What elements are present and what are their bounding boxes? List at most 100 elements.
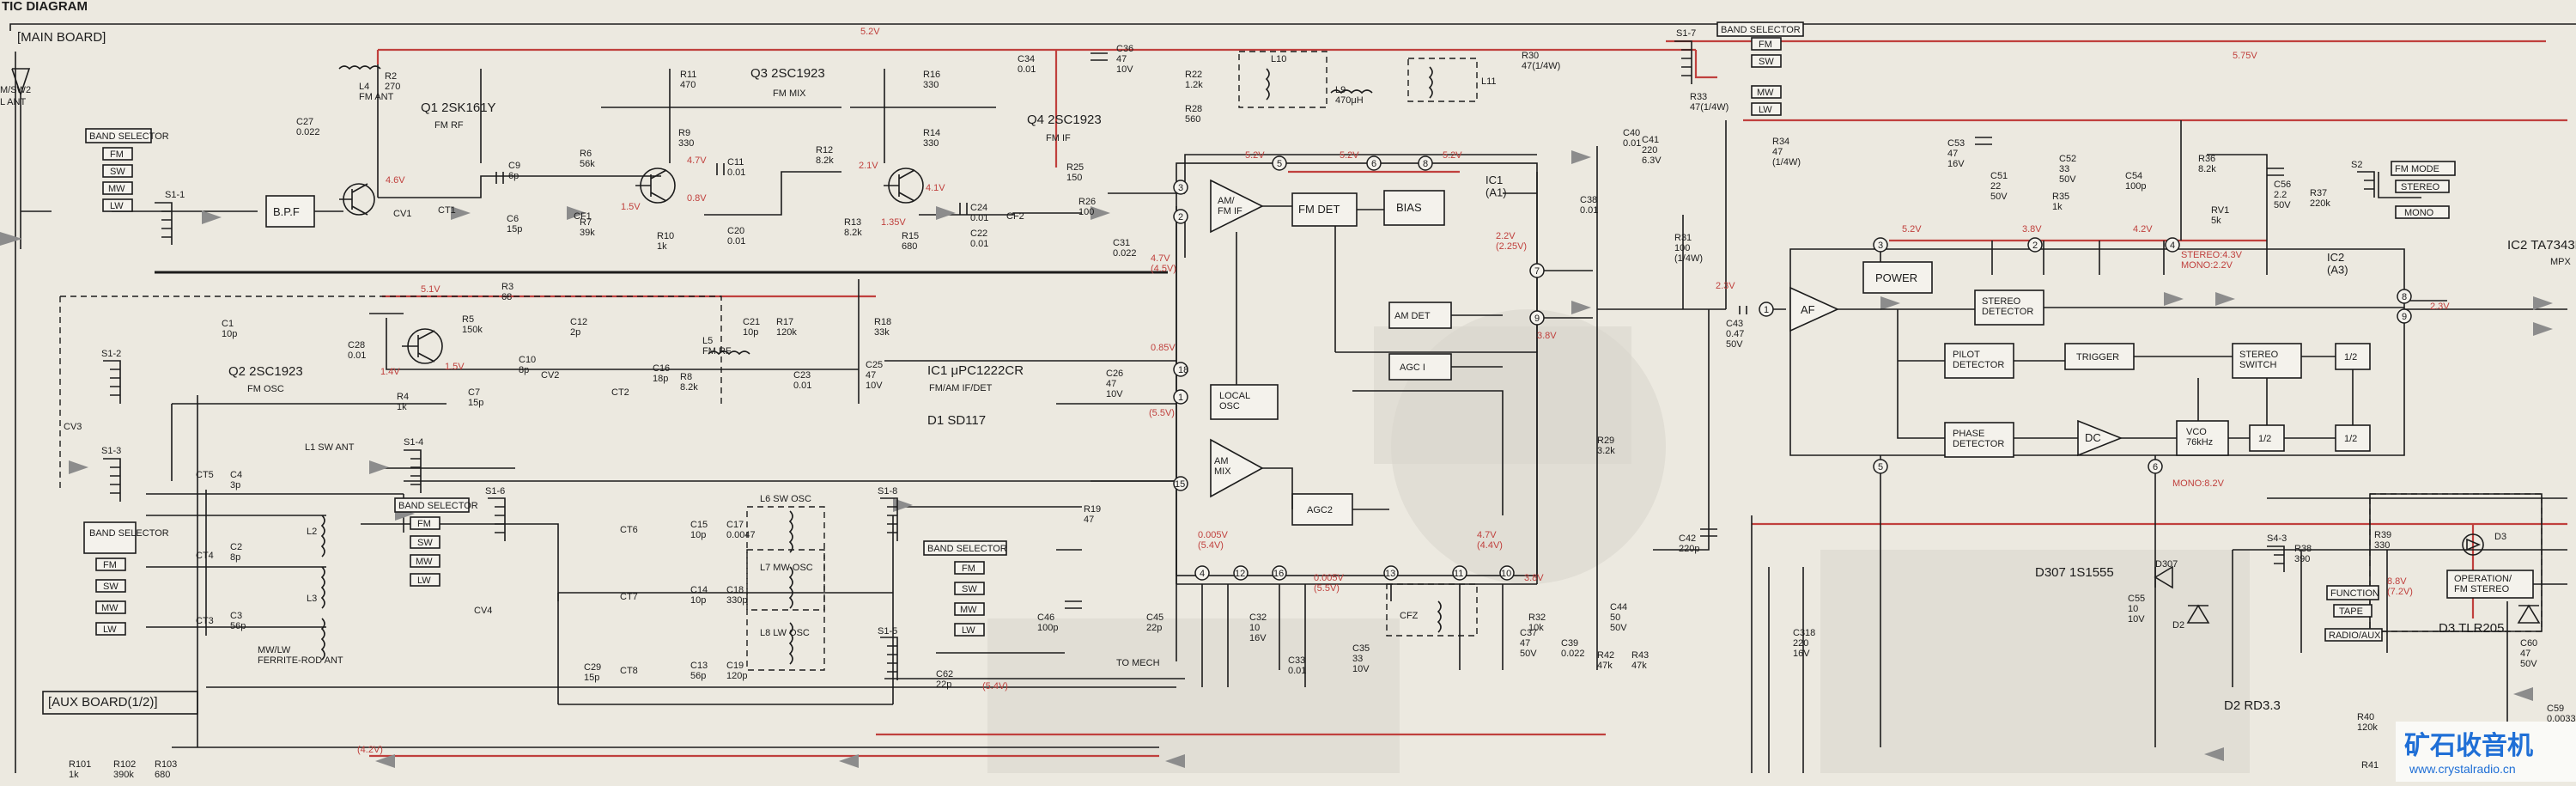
- ic1-am-det: AM DET: [1394, 311, 1431, 321]
- band-selector-s17-title: BAND SELECTOR: [1721, 25, 1801, 35]
- operation-lamp-label: OPERATION/FM STEREO: [2454, 574, 2512, 594]
- diode-d2-part: D2 RD3.3: [2224, 698, 2281, 713]
- band-mw-4: MW: [960, 605, 977, 615]
- ic2-half3: 1/2: [2344, 434, 2357, 444]
- pin-1-3: 3: [1178, 183, 1183, 193]
- function-tape: TAPE: [2339, 606, 2363, 617]
- v-4-7c: 4.7V(4.4V): [1477, 530, 1503, 551]
- band-sw: SW: [110, 167, 125, 177]
- voltage-readings: 5.2V 5.2V 5.2V 5.2V 5.2V 4.6V 4.7V 0.8V …: [357, 27, 2450, 755]
- v-1-5: 1.5V: [621, 202, 641, 212]
- part-cv1: CV1: [393, 209, 411, 219]
- switch-s4-3: S4-3: [2267, 533, 2287, 544]
- pin-2-6: 6: [2153, 462, 2158, 472]
- operation-lamp: OPERATION/FM STEREO: [2446, 533, 2534, 599]
- switch-s2: S2: [2351, 160, 2362, 170]
- transistor-q4: [884, 168, 924, 204]
- q3-part: Q3 2SC1923: [750, 66, 825, 81]
- diode-d3-part: D3 TLR205: [2439, 621, 2504, 636]
- ic2-role: MPX: [2550, 257, 2572, 267]
- v-4-7b: 4.7V(4.5V): [1151, 253, 1176, 274]
- v-5-5: (5.5V): [1149, 408, 1175, 418]
- v-5-2b: 5.2V: [1245, 150, 1265, 161]
- band-fm-3: FM: [417, 519, 431, 529]
- fm-mode-title: FM MODE: [2395, 164, 2439, 174]
- switch-s1-3: S1-3: [101, 446, 121, 456]
- band-fm-2: FM: [103, 560, 117, 570]
- pin-1-6: 6: [1371, 159, 1376, 169]
- transistor-q3: [635, 168, 676, 204]
- pin-1-13: 13: [1385, 569, 1395, 579]
- v-1-4: 1.4V: [380, 367, 400, 377]
- pin-2-9: 9: [2402, 312, 2407, 322]
- band-mw: MW: [108, 184, 125, 194]
- ic1-role: FM/AM IF/DET: [929, 383, 993, 393]
- v-1-35: 1.35V: [881, 217, 906, 228]
- band-sw-4: SW: [962, 584, 977, 594]
- coil-l3: L3: [307, 594, 317, 604]
- q1-role: FM RF: [434, 120, 464, 131]
- band-sw-3: SW: [417, 538, 433, 548]
- ic1-agc2: AGC2: [1307, 505, 1333, 515]
- left-ant-label: L ANT: [0, 97, 26, 107]
- band-mw-5: MW: [1757, 88, 1774, 98]
- band-selector-s1-7: BAND SELECTOR FM SW MW LW: [1716, 21, 1804, 116]
- part-cv3: CV3: [64, 422, 82, 432]
- function-title: FUNCTION: [2330, 588, 2379, 599]
- pin-1-1: 1: [1178, 393, 1183, 403]
- v-5-75: 5.75V: [2233, 51, 2257, 61]
- v-mono-8-2: MONO:8.2V: [2172, 478, 2225, 489]
- coil-l11: L11: [1481, 76, 1497, 87]
- switch-s1-1: S1-1: [165, 190, 185, 200]
- q2-role: FM OSC: [247, 384, 284, 394]
- band-selector-s1-6: BAND SELECTOR FM SW MW LW: [394, 497, 478, 587]
- main-board-label: [MAIN BOARD]: [17, 30, 106, 45]
- part-ct1: CT1: [438, 205, 456, 216]
- coil-l8: L8 LW OSC: [760, 628, 810, 638]
- ic1-ref: IC1(A1): [1485, 174, 1507, 198]
- pin-2-4: 4: [2170, 241, 2175, 251]
- ic2-half1: 1/2: [2344, 352, 2357, 363]
- part-r41: R41: [2361, 760, 2379, 771]
- ic2-trigger: TRIGGER: [2076, 352, 2119, 363]
- band-selector-s18-title: BAND SELECTOR: [927, 544, 1007, 554]
- pin-1-7: 7: [1534, 266, 1540, 277]
- band-lw-3: LW: [417, 576, 431, 586]
- ic1-bias: BIAS: [1396, 201, 1422, 214]
- switch-s1-8: S1-8: [878, 486, 897, 497]
- v-8-8: 8.8V(7.2V): [2387, 576, 2413, 597]
- switch-s1-6: S1-6: [485, 486, 505, 497]
- v-5-1: 5.1V: [421, 284, 440, 295]
- ic1-amfm-if: AM/FM IF: [1218, 196, 1242, 216]
